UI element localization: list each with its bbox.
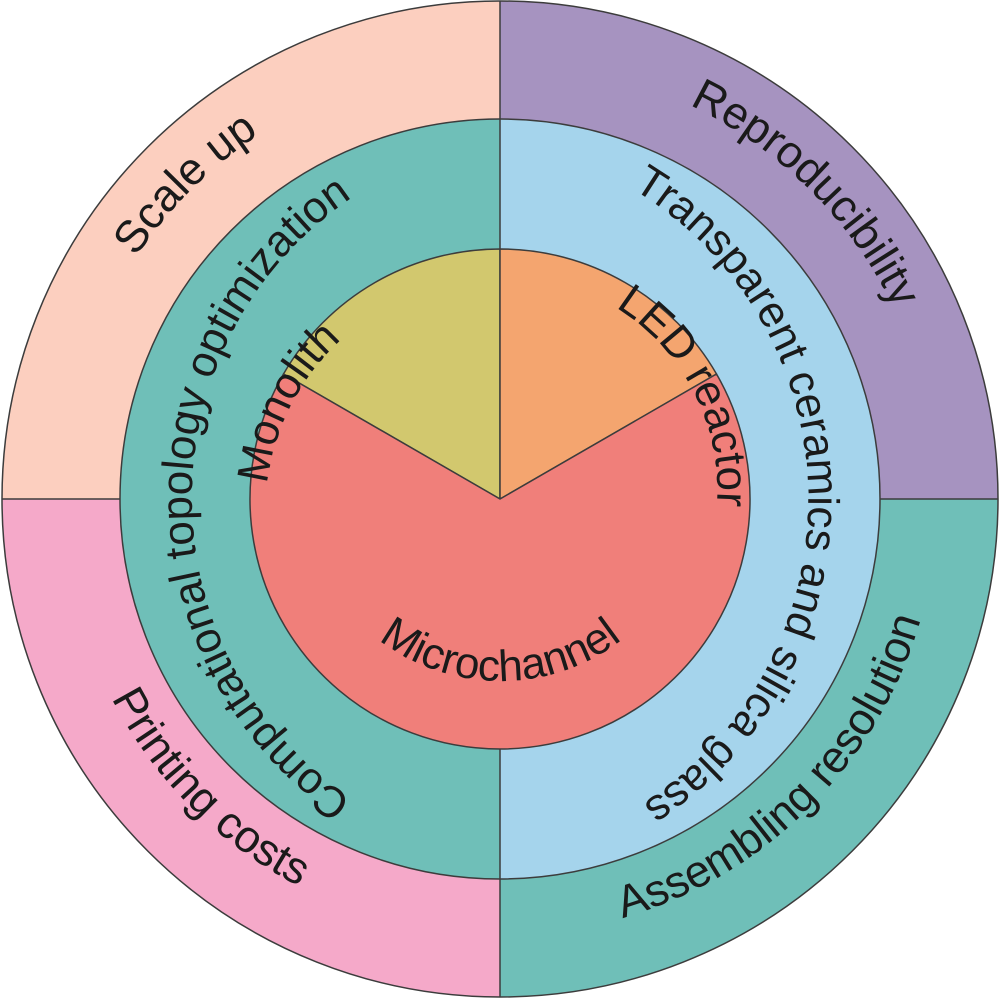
inner-sector-monolith	[282, 248, 501, 500]
inner-circle	[249, 248, 751, 750]
inner-sector-led-reactor	[499, 248, 718, 500]
